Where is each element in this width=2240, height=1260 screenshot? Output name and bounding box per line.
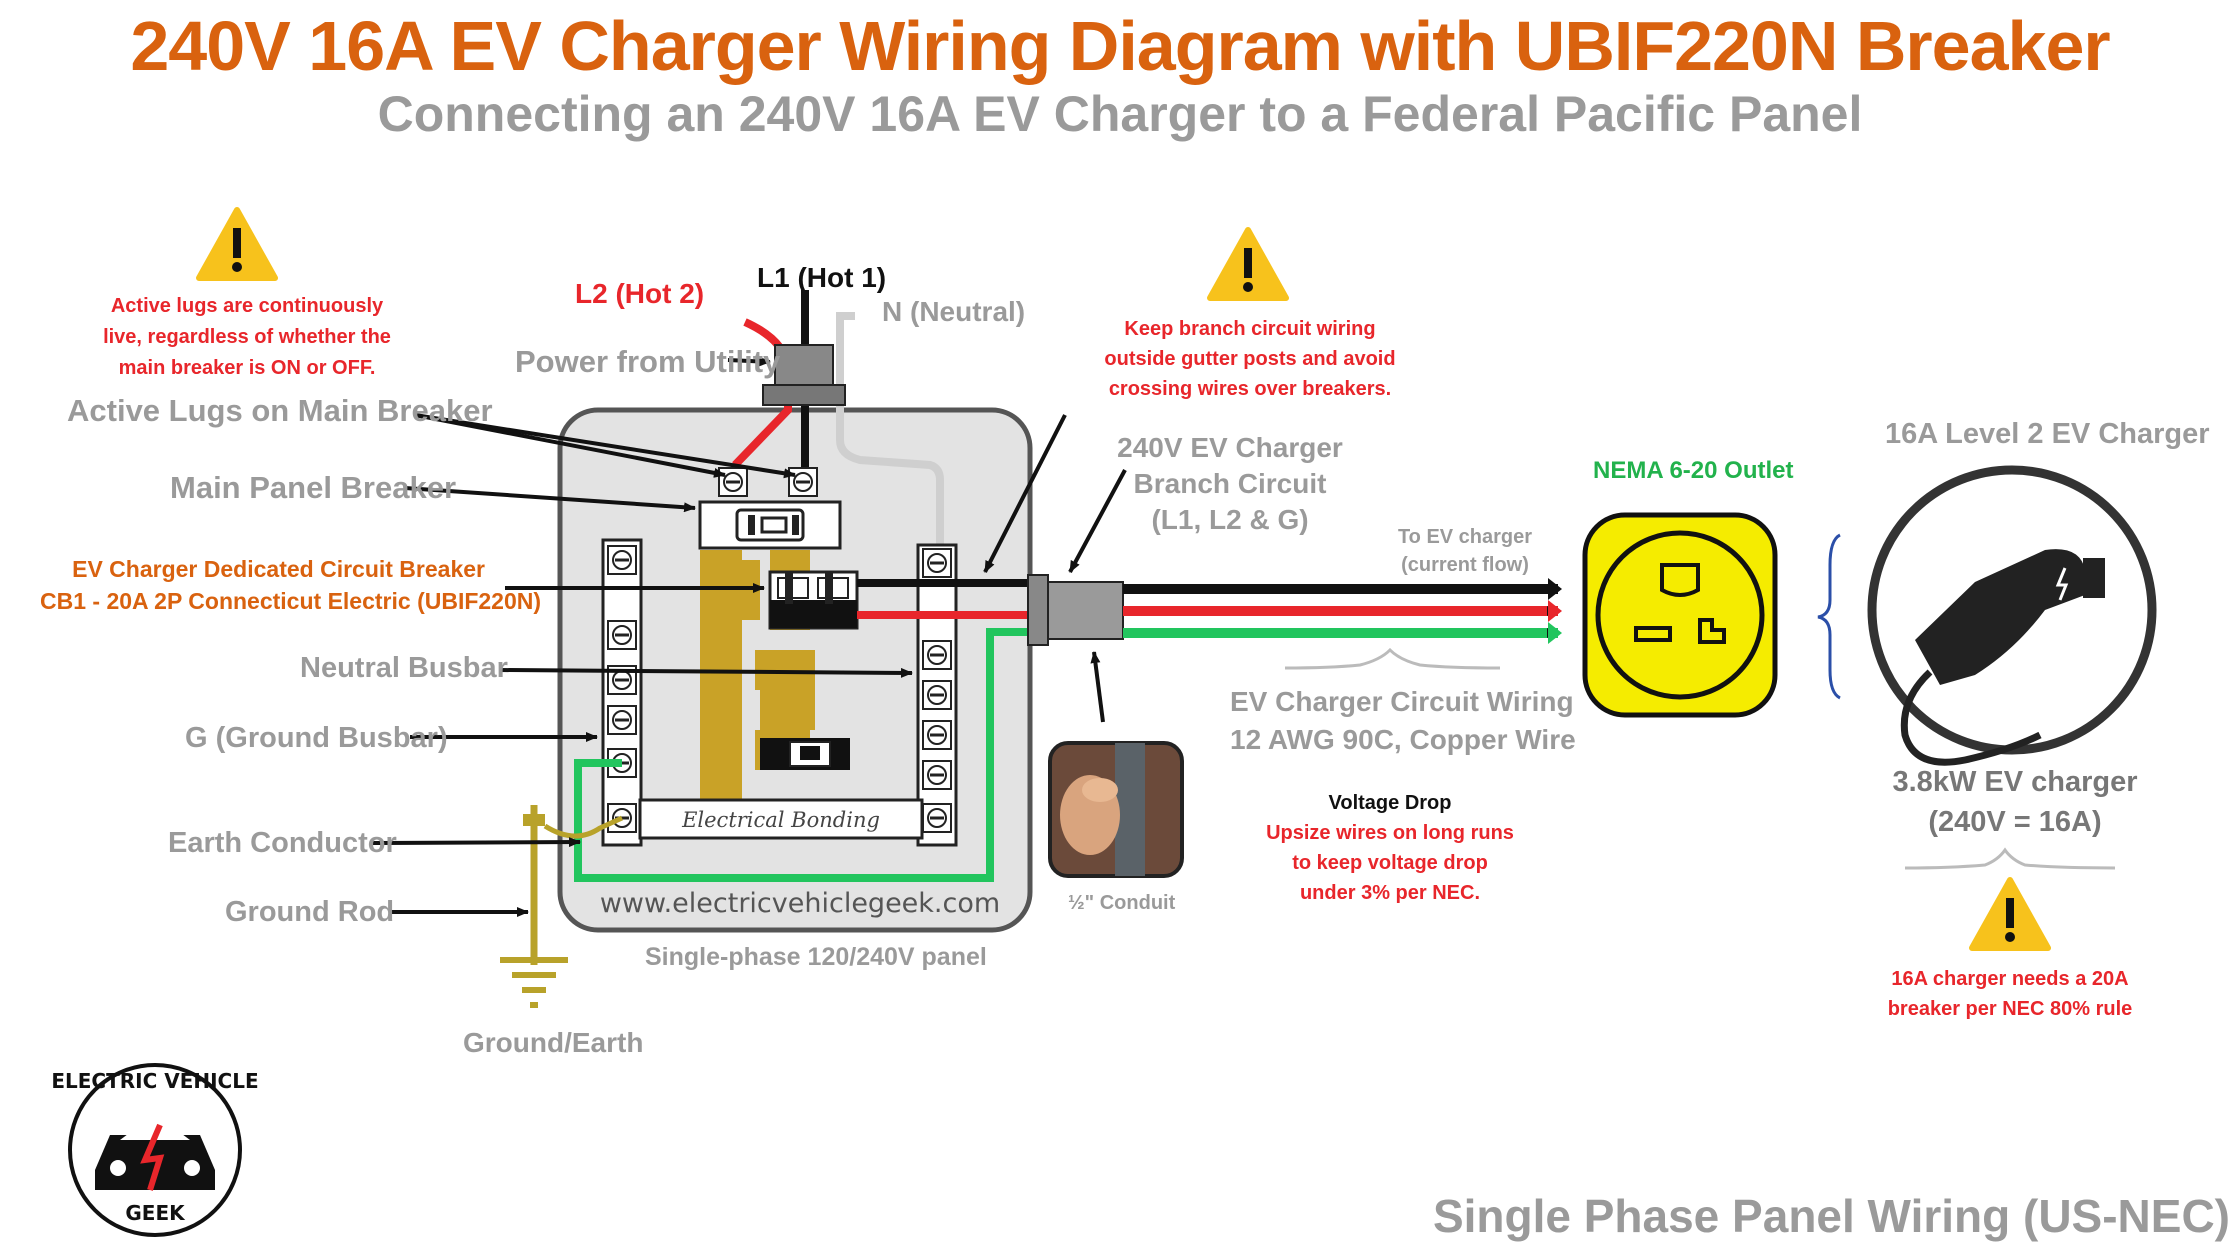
label-panel-type: Single-phase 120/240V panel xyxy=(645,943,987,971)
warning-line: Active lugs are continuously xyxy=(110,295,384,317)
to-ev-line: To EV charger xyxy=(1397,526,1533,548)
label-ev-breaker-line2: CB1 - 20A 2P Connecticut Electric (UBIF2… xyxy=(40,588,542,615)
branch-line: (L1, L2 & G) xyxy=(1151,504,1309,536)
branch-line: 240V EV Charger xyxy=(1117,432,1343,463)
voltage-line: to keep voltage drop xyxy=(1292,852,1488,874)
label-neutral-busbar: Neutral Busbar xyxy=(300,652,508,684)
earth-conductor xyxy=(543,815,624,839)
spare-breaker xyxy=(760,738,850,770)
voltage-line: under 3% per NEC. xyxy=(1299,882,1481,904)
label-l1: L1 (Hot 1) xyxy=(757,262,887,293)
voltage-line: Upsize wires on long runs xyxy=(1266,822,1514,844)
label-ground-rod: Ground Rod xyxy=(225,896,395,928)
label-conduit: ½" Conduit xyxy=(1068,892,1176,914)
label-ground-busbar: G (Ground Busbar) xyxy=(185,722,448,754)
footer-text: Single Phase Panel Wiring (US-NEC) xyxy=(1432,1190,2230,1242)
label-main-panel-breaker: Main Panel Breaker xyxy=(170,470,457,505)
logo-top-text: ELECTRIC VEHICLE xyxy=(51,1069,258,1093)
label-voltage-drop-title: Voltage Drop xyxy=(1328,792,1452,814)
label-power-from-utility: Power from Utility xyxy=(515,344,781,379)
warning-text-branch: Keep branch circuit wiring outside gutte… xyxy=(1090,318,1410,401)
label-ground-earth: Ground/Earth xyxy=(463,1027,644,1058)
label-to-ev-charger: To EV charger (current flow) xyxy=(1380,526,1550,577)
bonding-label: Electrical Bonding xyxy=(681,808,880,832)
label-voltage-drop-text: Upsize wires on long runs to keep voltag… xyxy=(1250,822,1530,905)
label-charger-title: 16A Level 2 EV Charger xyxy=(1885,418,2210,450)
ev-charger-icon xyxy=(1867,465,2157,766)
label-earth-conductor: Earth Conductor xyxy=(168,827,397,859)
warning-line: Keep branch circuit wiring xyxy=(1124,318,1376,340)
active-lug-l2 xyxy=(717,466,749,498)
arrow-lug-2 xyxy=(414,413,796,479)
warning-line: 16A charger needs a 20A xyxy=(1891,968,2129,990)
arrow-branch-circuit xyxy=(1068,469,1127,573)
neutral-utility-wire xyxy=(836,312,944,545)
wiring-line: EV Charger Circuit Wiring xyxy=(1230,686,1574,717)
squiggle-charger xyxy=(1904,847,2116,870)
nema-6-20-outlet-icon xyxy=(1582,512,1778,718)
label-ev-breaker-line1: EV Charger Dedicated Circuit Breaker xyxy=(72,556,485,582)
page-subtitle: Connecting an 240V 16A EV Charger to a F… xyxy=(377,86,1863,142)
warning-icon-lugs xyxy=(199,210,275,278)
arrow-neutral-busbar xyxy=(499,667,913,678)
warning-icon-branch xyxy=(1210,230,1286,298)
squiggle-wiring xyxy=(1284,647,1501,670)
arrow-main-breaker xyxy=(404,486,696,513)
rating-line: (240V = 16A) xyxy=(1928,806,2102,839)
label-nema-outlet: NEMA 6-20 Outlet xyxy=(1593,457,1794,484)
page-title: 240V 16A EV Charger Wiring Diagram with … xyxy=(130,7,2110,85)
warning-icon-breaker xyxy=(1972,880,2048,948)
label-l2: L2 (Hot 2) xyxy=(575,278,705,309)
warning-line: main breaker is ON or OFF. xyxy=(118,357,376,379)
warning-line: live, regardless of whether the xyxy=(103,326,391,348)
warning-line: breaker per NEC 80% rule xyxy=(1887,998,2133,1020)
ev-charger-breaker xyxy=(768,570,859,630)
warning-text-breaker-rule: 16A charger needs a 20A breaker per NEC … xyxy=(1865,968,2155,1021)
arrow-power-utility xyxy=(727,356,771,367)
branch-line: Branch Circuit xyxy=(1133,468,1327,500)
bonding-bar xyxy=(638,798,924,840)
to-ev-line: (current flow) xyxy=(1401,554,1529,576)
label-neutral: N (Neutral) xyxy=(882,296,1026,327)
conduit-photo-icon xyxy=(1048,741,1184,878)
warning-line: outside gutter posts and avoid xyxy=(1104,348,1396,370)
arrow-conduit xyxy=(1090,651,1105,723)
warning-line: crossing wires over breakers. xyxy=(1108,378,1392,400)
brace-left xyxy=(1817,533,1841,700)
active-lug-l1 xyxy=(787,466,819,498)
conduit-body xyxy=(1047,581,1124,640)
arrow-earth-conductor xyxy=(371,837,581,848)
ev-green-ground-wire xyxy=(574,628,1040,882)
label-branch-circuit: 240V EV Charger Branch Circuit (L1, L2 &… xyxy=(1110,432,1350,537)
label-circuit-wiring: EV Charger Circuit Wiring 12 AWG 90C, Co… xyxy=(1230,686,1576,756)
brand-logo: ELECTRIC VEHICLE GEEK xyxy=(51,1063,259,1237)
rating-line: 3.8kW EV charger xyxy=(1892,766,2138,798)
arrow-branch-warning xyxy=(983,414,1067,573)
warning-text-active-lugs: Active lugs are continuously live, regar… xyxy=(82,295,412,380)
website-text: www.electricvehiclegeek.com xyxy=(600,888,1000,919)
service-entry-clamp xyxy=(774,344,834,386)
logo-bottom-text: GEEK xyxy=(125,1201,186,1225)
panel-connector xyxy=(1027,574,1049,646)
wiring-line: 12 AWG 90C, Copper Wire xyxy=(1230,724,1576,756)
label-active-lugs: Active Lugs on Main Breaker xyxy=(67,393,493,428)
label-charger-rating: 3.8kW EV charger (240V = 16A) xyxy=(1880,766,2150,840)
label-ev-breaker: EV Charger Dedicated Circuit Breaker CB1… xyxy=(40,556,542,615)
